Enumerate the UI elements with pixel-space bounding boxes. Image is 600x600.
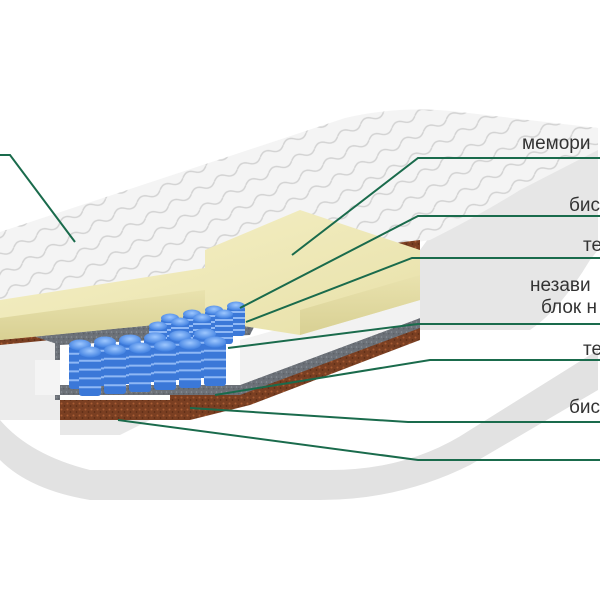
leader-line-te-top bbox=[245, 257, 600, 323]
leader-line-independent bbox=[227, 323, 600, 349]
leader-lines bbox=[0, 154, 600, 461]
leader-line-memory bbox=[291, 157, 600, 256]
spring-coil bbox=[79, 346, 101, 396]
leader-line-bio-top bbox=[239, 215, 600, 309]
label-bio-top: бис bbox=[569, 195, 600, 216]
leader-line-cover bbox=[0, 154, 76, 243]
label-memory: мемори bbox=[522, 133, 591, 154]
spring-coil bbox=[204, 336, 226, 386]
label-te-bottom: те bbox=[583, 339, 600, 360]
leader-line-bio-bottom bbox=[189, 407, 600, 423]
leader-line-base bbox=[117, 419, 600, 461]
label-block: блок н bbox=[541, 297, 597, 318]
label-te-top: те bbox=[583, 235, 600, 256]
label-bio-bottom: бис bbox=[569, 397, 600, 418]
spring-block bbox=[69, 301, 245, 396]
leader-line-te-bottom bbox=[214, 359, 600, 396]
spring-coil bbox=[179, 338, 201, 388]
cutaway-layers bbox=[0, 210, 420, 420]
label-independent: незави bbox=[530, 275, 591, 296]
spring-coil bbox=[215, 309, 233, 344]
spring-coil bbox=[129, 342, 151, 392]
spring-coil bbox=[154, 340, 176, 390]
spring-coil bbox=[104, 344, 126, 394]
